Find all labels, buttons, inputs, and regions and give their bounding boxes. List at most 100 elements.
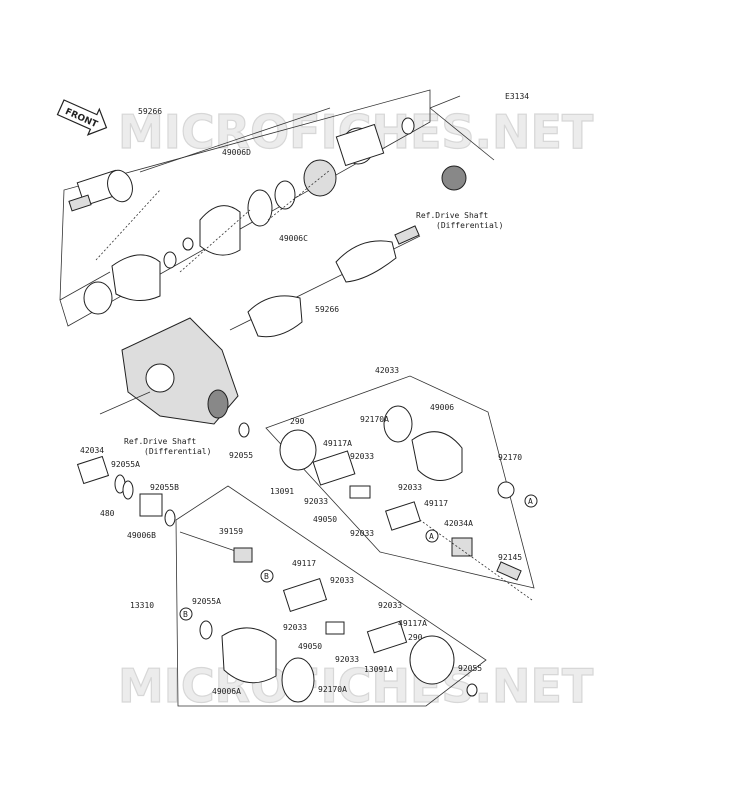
svg-text:A: A xyxy=(528,497,533,506)
oring-92055-b xyxy=(466,683,478,697)
ref-top-line1: Ref.Drive Shaft xyxy=(416,211,488,220)
ref-left-line2: (Differential) xyxy=(144,447,211,456)
boot-49006 xyxy=(411,431,463,481)
part-label: 49006C xyxy=(279,234,308,243)
front-arrow-icon: FRONT xyxy=(56,99,108,136)
part-label: 13091A xyxy=(364,665,393,674)
part-label: 290 xyxy=(290,417,305,426)
spline-mid-right xyxy=(394,225,420,245)
diff-gear-top xyxy=(441,165,467,191)
top-shaft-group xyxy=(59,89,495,327)
sleeve-49006B xyxy=(139,493,163,517)
svg-text:B: B xyxy=(264,572,269,581)
part-label: 39159 xyxy=(219,527,243,536)
part-label: 49006A xyxy=(212,687,241,696)
part-label: 49006 xyxy=(430,403,454,412)
part-label: 49117A xyxy=(323,439,352,448)
part-label: 92033 xyxy=(350,452,374,461)
part-label: 92055A xyxy=(111,460,140,469)
yoke-49117 xyxy=(385,501,421,531)
part-label: 49006B xyxy=(127,531,156,540)
spider-49050-b xyxy=(325,621,345,635)
part-label: 49117A xyxy=(398,619,427,628)
part-label: 480 xyxy=(100,509,115,518)
spider-49050 xyxy=(349,485,371,499)
svg-text:B: B xyxy=(183,610,188,619)
band-92170A-b xyxy=(281,657,315,703)
part-label: 49006D xyxy=(222,148,251,157)
bushing-42034A xyxy=(451,537,473,557)
diff-seal xyxy=(145,363,175,393)
marker-a-2: A xyxy=(425,529,439,543)
clip-92170 xyxy=(497,481,515,499)
box-42033 xyxy=(265,375,535,589)
housing-top xyxy=(335,123,385,167)
boot-mid-right xyxy=(335,240,397,283)
bearing-cage xyxy=(303,159,337,197)
ring-92055A-b xyxy=(199,620,213,640)
part-label: 92055B xyxy=(150,483,179,492)
spline-end-top xyxy=(68,194,92,212)
part-label: 42033 xyxy=(375,366,399,375)
part-label: 92033 xyxy=(283,623,307,632)
band-lower-left xyxy=(83,281,113,315)
part-label: 92033 xyxy=(330,576,354,585)
part-label: 92145 xyxy=(498,553,522,562)
marker-a-1: A xyxy=(524,494,538,508)
left-small-parts xyxy=(76,422,250,527)
part-label: 92055 xyxy=(229,451,253,460)
svg-text:A: A xyxy=(429,532,434,541)
part-label: 59266 xyxy=(315,305,339,314)
marker-b-2: B xyxy=(179,607,193,621)
part-label: 42034A xyxy=(444,519,473,528)
part-label: 13310 xyxy=(130,601,154,610)
part-label: 92033 xyxy=(398,483,422,492)
cup-13091 xyxy=(279,429,317,471)
part-label: 92033 xyxy=(304,497,328,506)
differential-housing xyxy=(99,317,239,425)
clip-small xyxy=(182,237,194,251)
band-92170A xyxy=(383,405,413,443)
bushing-42034 xyxy=(76,455,110,485)
boot-mid-left xyxy=(247,295,303,338)
part-label: 92055 xyxy=(458,664,482,673)
band-49006C xyxy=(247,189,273,227)
part-label: 49117 xyxy=(292,559,316,568)
part-label: 92170A xyxy=(360,415,389,424)
circlip-top xyxy=(274,180,296,210)
part-label: 92033 xyxy=(350,529,374,538)
marker-b-1: B xyxy=(260,569,274,583)
part-label: 49050 xyxy=(298,642,322,651)
yoke-49117-b xyxy=(282,578,328,612)
cup-13091A xyxy=(409,635,455,685)
diagram-code: E3134 xyxy=(505,92,529,101)
clip-small-2 xyxy=(163,251,177,269)
box-13310 xyxy=(175,485,487,707)
boot-49006D xyxy=(199,205,241,256)
part-label: 92170 xyxy=(498,453,522,462)
part-label: 92033 xyxy=(378,601,402,610)
part-label: 92055A xyxy=(192,597,221,606)
shaft-13310-group xyxy=(175,485,487,707)
part-labels: 59266 49006D 49006C 59266 42033 290 9217… xyxy=(80,107,522,696)
ref-top-line2: (Differential) xyxy=(436,221,503,230)
top-box-outline xyxy=(59,89,431,327)
yoke-49117A-b xyxy=(366,620,408,654)
part-label: 59266 xyxy=(138,107,162,116)
mid-shaft-group xyxy=(229,225,421,338)
part-label: 49050 xyxy=(313,515,337,524)
part-label: 92033 xyxy=(335,655,359,664)
ref-left-line1: Ref.Drive Shaft xyxy=(124,437,196,446)
part-label: 49117 xyxy=(424,499,448,508)
snap-ring-top xyxy=(401,117,415,135)
ring-480 xyxy=(122,480,134,500)
boot-lower-left xyxy=(111,254,161,301)
part-label: 92170A xyxy=(318,685,347,694)
boot-49006A xyxy=(221,627,277,684)
part-label: 42034 xyxy=(80,446,104,455)
watermark-bottom: MICROFICHES.NET xyxy=(118,659,594,713)
boot-top-small xyxy=(107,169,133,203)
spring-92145 xyxy=(496,561,522,581)
